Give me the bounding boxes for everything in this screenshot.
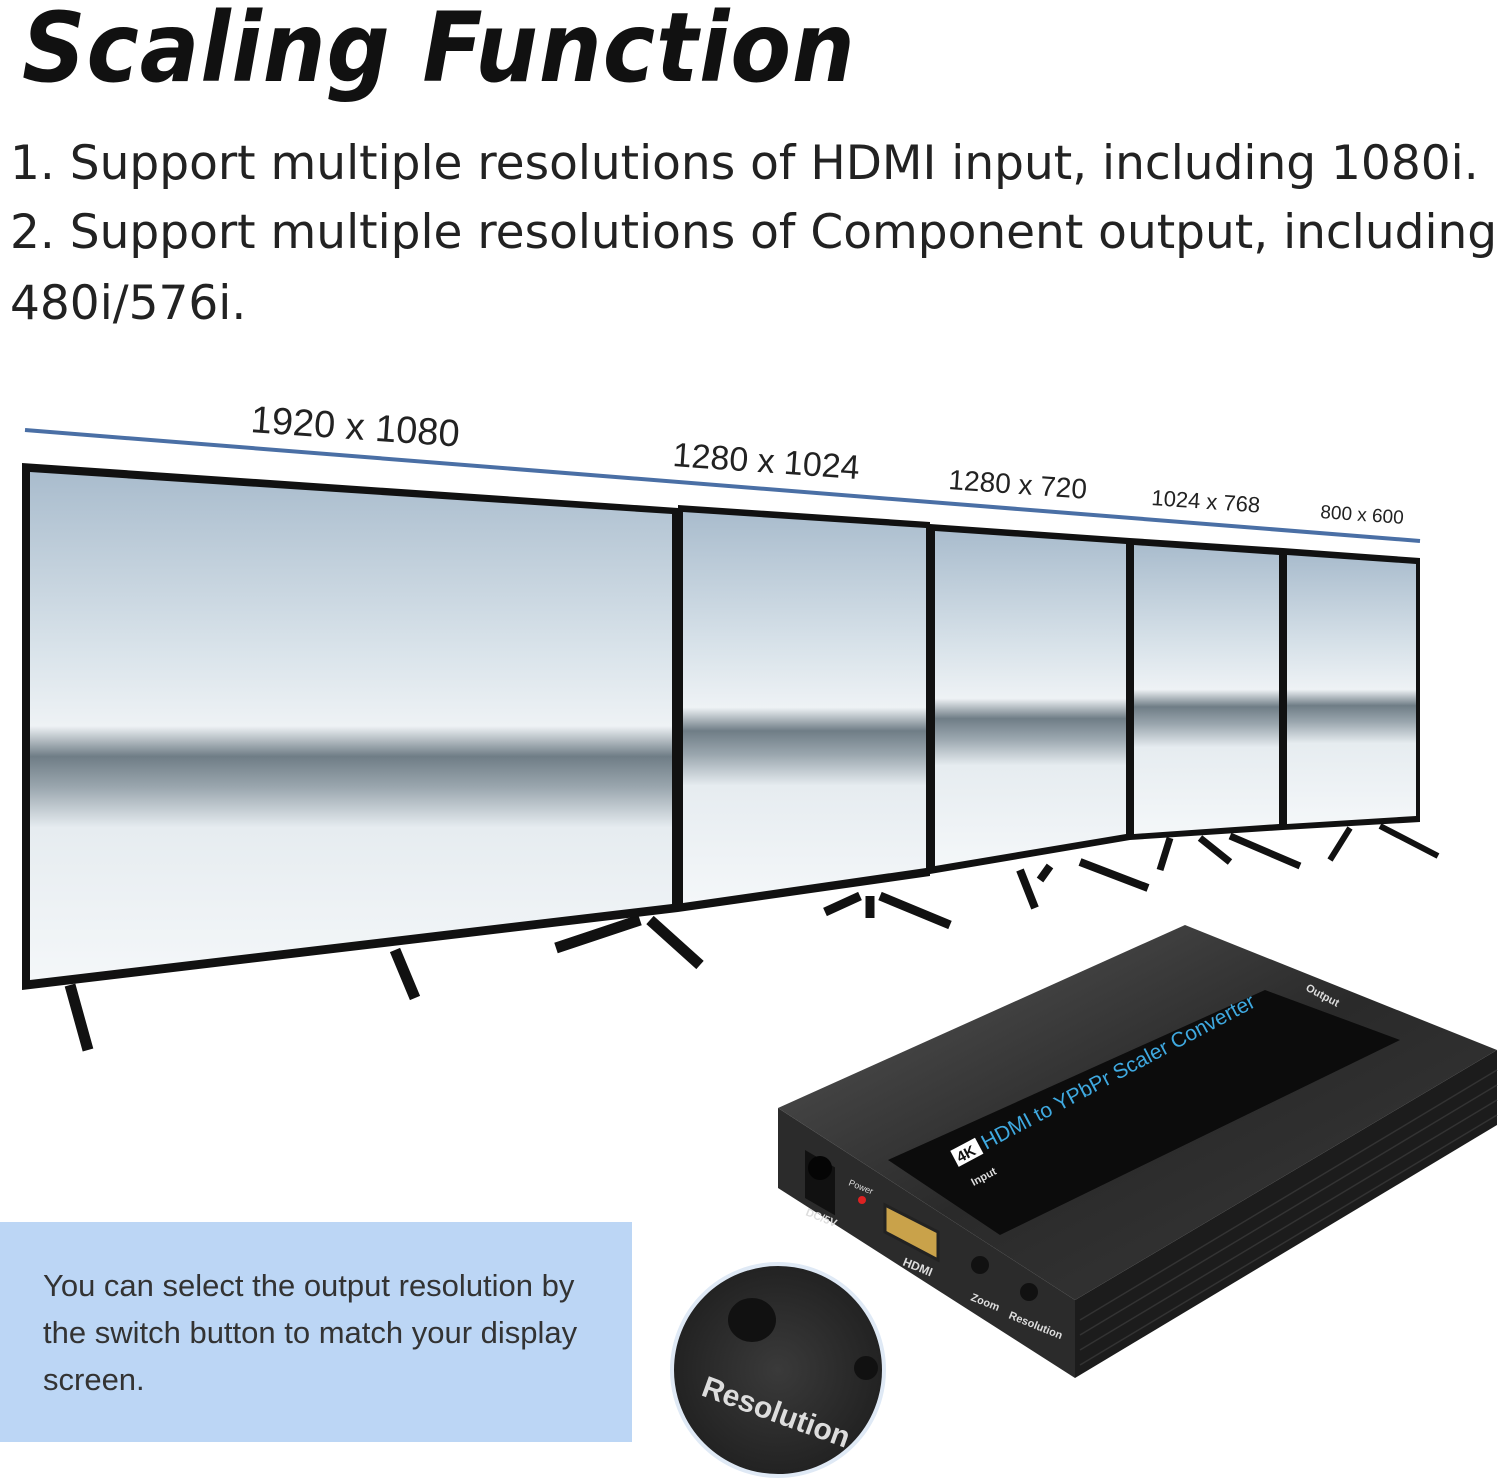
feature-1: 1. Support multiple resolutions of HDMI … [10,136,1479,191]
tv-1024x768 [1130,538,1302,872]
hdmi-port [883,1202,940,1263]
label-800x600: 800 x 600 [1320,502,1405,529]
tv-1280x1024 [678,505,952,930]
tv-1920x1080 [22,463,704,1052]
label-1280x720: 1280 x 720 [948,464,1088,505]
dc-jack-hole [808,1156,832,1180]
scale-line [24,428,1421,543]
tv-1280x720 [930,524,1150,910]
label-1024x768: 1024 x 768 [1151,485,1261,518]
scaler-converter-device: 4K HDMI to YPbPr Scaler Converter Input … [778,925,1498,1378]
4k-badge [950,1137,984,1167]
zoom-button[interactable] [971,1256,989,1274]
feature-2: 2. Support multiple resolutions of Compo… [10,205,1498,260]
label-1280x1024: 1280 x 1024 [671,436,860,487]
power-led [858,1196,866,1204]
tv-800x600 [1283,548,1440,862]
feature-2-cont: 480i/576i. [10,276,247,331]
callout-text: You can select the output resolution by … [43,1268,578,1397]
callout-box: You can select the output resolution by … [0,1222,632,1442]
page-title: Scaling Function [22,0,856,104]
resolution-button[interactable] [1020,1283,1038,1301]
label-1920x1080: 1920 x 1080 [249,399,461,455]
